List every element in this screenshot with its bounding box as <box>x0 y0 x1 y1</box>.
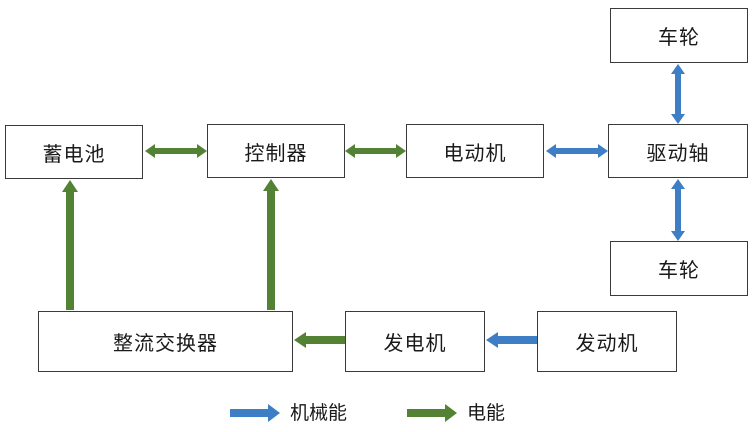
driveshaft-wheel-bottom-arrow <box>671 179 685 241</box>
drive-shaft-label: 驱动轴 <box>646 140 710 165</box>
wheel-bottom-label: 车轮 <box>658 258 700 282</box>
drive-shaft-box: 驱动轴 <box>608 124 748 178</box>
engine-generator-arrow <box>486 332 537 348</box>
generator-rectifier-arrow <box>294 332 345 348</box>
rectifier-inverter-label: 整流交换器 <box>113 331 218 355</box>
wheel-top-label: 车轮 <box>658 25 700 49</box>
legend-mechanical-label: 机械能 <box>290 402 348 424</box>
generator-box: 发电机 <box>345 311 485 372</box>
legend-mechanical-arrow <box>230 404 280 422</box>
legend-electrical-arrow <box>407 404 457 422</box>
controller-label: 控制器 <box>244 140 308 165</box>
motor-label: 电动机 <box>443 140 507 165</box>
motor-box: 电动机 <box>406 124 544 178</box>
battery-box: 蓄电池 <box>5 125 143 179</box>
wheel-top-box: 车轮 <box>610 8 748 63</box>
generator-label: 发电机 <box>383 331 447 355</box>
driveshaft-wheel-top-arrow <box>671 64 685 124</box>
battery-controller-arrow <box>145 144 207 158</box>
rectifier-controller-arrow <box>263 179 279 310</box>
engine-label: 发动机 <box>575 331 639 355</box>
controller-motor-arrow <box>345 144 406 158</box>
battery-label: 蓄电池 <box>42 141 106 166</box>
engine-box: 发动机 <box>537 311 677 372</box>
rectifier-inverter-box: 整流交换器 <box>38 311 293 372</box>
controller-box: 控制器 <box>207 124 345 178</box>
wheel-bottom-box: 车轮 <box>610 241 748 296</box>
rectifier-battery-arrow <box>62 180 78 310</box>
motor-driveshaft-arrow <box>546 144 608 158</box>
legend-electrical-label: 电能 <box>467 402 506 424</box>
